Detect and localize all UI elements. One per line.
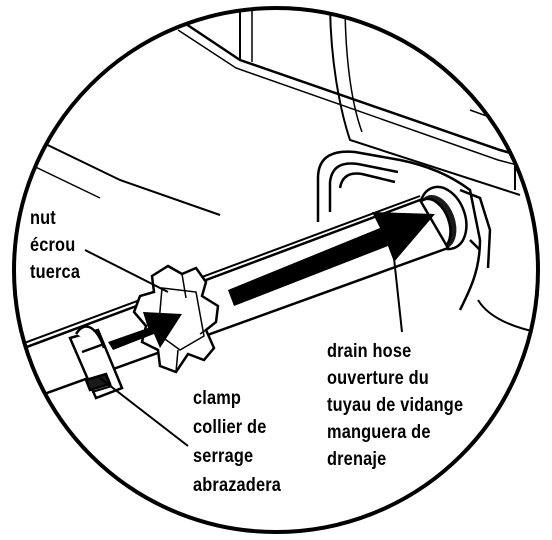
- illustration-content: [14, 8, 538, 447]
- leader-lines: [84, 249, 403, 447]
- drain-label-fr-line2: tuyau de vidange: [327, 395, 464, 416]
- flow-arrow-lower: [108, 312, 182, 350]
- nut-label-en: nut: [30, 208, 56, 229]
- nut-callout: nut écrou tuerca: [30, 205, 80, 286]
- leader-drain: [393, 257, 403, 333]
- drain-label-en: drain hose: [327, 341, 412, 362]
- drain-label-fr-line1: ouverture du: [327, 368, 429, 389]
- drain-hose-callout: drain hose ouverture du tuyau de vidange…: [327, 338, 463, 473]
- clamp-label-en: clamp: [193, 388, 242, 409]
- washer-cabinet: [14, 8, 538, 216]
- hose-clamp: [68, 325, 124, 400]
- drain-label-es-line1: manguera de: [327, 422, 431, 443]
- leader-clamp: [99, 377, 189, 447]
- drain-port-housing: [316, 150, 538, 336]
- nut-label-fr: écrou: [30, 235, 76, 256]
- flow-arrow-upper: [228, 212, 435, 306]
- clamp-label-fr-line2: serrage: [193, 446, 254, 467]
- detail-circle-frame: [12, 6, 540, 534]
- clamp-label-fr-line1: collier de: [193, 417, 267, 438]
- leader-nut: [84, 249, 169, 293]
- drain-label-es-line2: drenaje: [327, 449, 387, 470]
- flow-arrows: [108, 212, 435, 350]
- nut-label-es: tuerca: [30, 262, 81, 283]
- clamp-callout: clamp collier de serrage abrazadera: [193, 384, 281, 500]
- clamp-label-es: abrazadera: [193, 475, 282, 496]
